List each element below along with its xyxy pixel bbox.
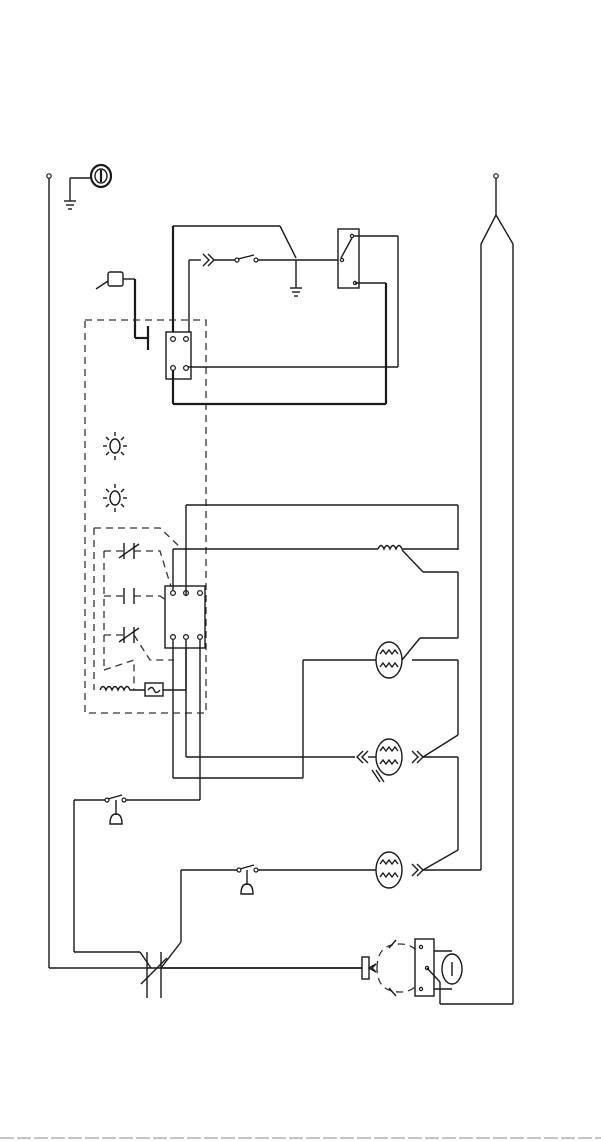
indicator-lamp-icon	[103, 432, 127, 460]
heating-coil-icon	[378, 546, 458, 639]
heating-coil-icon	[100, 687, 145, 691]
top-circuit	[173, 226, 340, 338]
timer-knob-icon	[96, 272, 148, 350]
grounded-receptacle-icon	[91, 165, 111, 187]
transformer-block	[362, 939, 513, 1004]
switch-symbol	[235, 255, 258, 262]
pressure-switch-icon	[181, 865, 376, 942]
connector-icon	[203, 254, 214, 266]
contactor-icon	[140, 942, 362, 998]
capacitor-icon	[442, 954, 462, 984]
relay-block	[338, 229, 398, 404]
right-power-lead	[481, 174, 513, 1004]
indicator-lamp-icon	[103, 484, 127, 512]
ground-symbol	[64, 178, 90, 209]
motor-icon	[376, 850, 481, 888]
timer-block	[166, 332, 398, 404]
motor-icon	[376, 638, 458, 735]
motor-icon	[357, 735, 458, 850]
